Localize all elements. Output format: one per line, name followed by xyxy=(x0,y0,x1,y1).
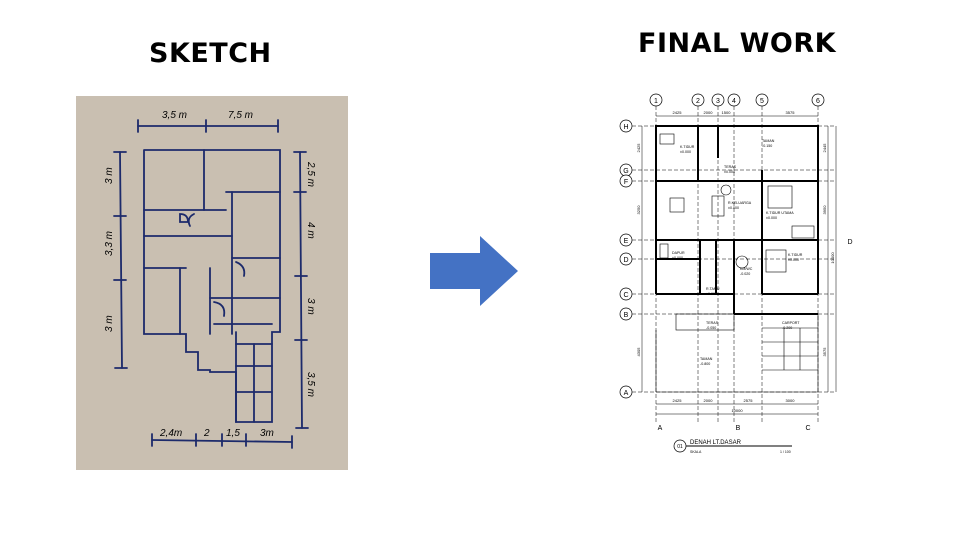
sketch-dim-right-1: 2,5 m xyxy=(305,161,316,187)
sketch-dim-right-4: 3,5 m xyxy=(305,372,316,397)
dim-right-2: 3950 xyxy=(822,205,827,215)
scale-label: SKALA xyxy=(690,450,702,454)
sketch-dim-top-left: 3,5 m xyxy=(162,110,187,121)
bottom-col-a: A xyxy=(658,425,663,432)
room-k-tidur-1-level: ±0.000 xyxy=(680,150,691,154)
grid-col-5: 5 xyxy=(760,98,764,105)
grid-col-6: 6 xyxy=(816,98,820,105)
sketch-dim-top-right: 7,5 m xyxy=(228,110,253,121)
grid-row-d: D xyxy=(623,257,628,264)
dim-top-4: 3575 xyxy=(786,110,796,115)
right-arrow-icon xyxy=(430,236,518,306)
room-k-tidur-utama-level: ±0.000 xyxy=(766,216,777,220)
room-dapur: DAPUR xyxy=(672,251,685,255)
room-labels: K.TIDUR ±0.000 TAMAN -0.150 TERAS ±0.000… xyxy=(672,139,803,366)
floor-plan-drawing: 1 2 3 4 5 6 H G F E D C B A A B C D 2425… xyxy=(619,93,853,454)
room-carport: CARPORT xyxy=(782,321,800,325)
room-r-tamu: R.TAMU xyxy=(706,287,720,291)
grid-row-g: G xyxy=(623,168,628,175)
dim-bottom-2: 2000 xyxy=(704,398,714,403)
landscape-lines xyxy=(655,133,819,393)
final-work-heading: FINAL WORK xyxy=(638,28,837,59)
sketch-dim-left-1: 3 m xyxy=(104,167,115,184)
sketch-dim-right-2: 4 m xyxy=(305,222,316,239)
room-teras: TERAS xyxy=(706,321,719,325)
room-carport-level: -0.200 xyxy=(782,326,792,330)
dim-right-total: 10000 xyxy=(830,252,835,264)
grid-row-f: F xyxy=(624,179,628,186)
grid-row-e: E xyxy=(624,238,629,245)
dim-right-1: 2445 xyxy=(822,143,827,153)
sketch-heading: SKETCH xyxy=(149,38,272,69)
sketch-dim-left-3: 3 m xyxy=(104,315,115,332)
sketch-dim-right-3: 3 m xyxy=(305,298,316,315)
dim-left-1: 2425 xyxy=(636,143,641,153)
sketch-dimension-labels: 3,5 m 7,5 m 3 m 3,3 m 3 m 2,5 m 4 m 3 m … xyxy=(104,110,316,439)
room-k-tidur-utama: K.TIDUR UTAMA xyxy=(766,211,794,215)
room-km-wc: KM/WC xyxy=(740,267,753,271)
room-teras-level: -0.050 xyxy=(706,326,716,330)
section-mark-d: D xyxy=(847,239,852,246)
dim-right-3: 3575 xyxy=(822,347,827,357)
room-km-wc-level: -0.020 xyxy=(740,272,750,276)
dim-left-2: 3250 xyxy=(636,205,641,215)
grid-col-1: 1 xyxy=(654,98,658,105)
room-taman: TAMAN xyxy=(700,357,713,361)
room-taman-top: TAMAN xyxy=(762,139,775,143)
dim-left-3: 4305 xyxy=(636,347,641,357)
sketch-dim-bottom-2: 2 xyxy=(203,428,210,439)
room-teras-top-level: ±0.000 xyxy=(724,170,735,174)
grid-row-b: B xyxy=(624,312,629,319)
room-r-keluarga: R.KELUARGA xyxy=(728,201,752,205)
dim-total: 10000 xyxy=(731,408,743,413)
grid-col-4: 4 xyxy=(732,98,736,105)
grid-col-3: 3 xyxy=(716,98,720,105)
grid-col-2: 2 xyxy=(696,98,700,105)
dimension-text: 2425 2000 1500 3575 2425 2000 2575 3000 … xyxy=(636,110,835,413)
grid-row-h: H xyxy=(623,124,628,131)
sketch-photo: 3,5 m 7,5 m 3 m 3,3 m 3 m 2,5 m 4 m 3 m … xyxy=(76,96,348,470)
title-number: 01 xyxy=(677,444,683,450)
dim-top-2: 2000 xyxy=(704,110,714,115)
grid-bubbles xyxy=(619,93,825,399)
dim-bottom-3: 2575 xyxy=(744,398,754,403)
dim-top-3: 1500 xyxy=(722,110,732,115)
room-k-tidur-3: K.TIDUR xyxy=(788,253,803,257)
bottom-col-c: C xyxy=(805,425,810,432)
room-taman-level: -0.800 xyxy=(700,362,710,366)
room-dapur-level: ±0.000 xyxy=(672,256,683,260)
grid-row-c: C xyxy=(623,292,628,299)
grid-labels: 1 2 3 4 5 6 H G F E D C B A A B C D xyxy=(623,98,852,432)
dim-top-1: 2425 xyxy=(673,110,683,115)
room-teras-top: TERAS xyxy=(724,165,737,169)
sketch-dim-left-2: 3,3 m xyxy=(104,231,115,256)
grid-row-a: A xyxy=(624,390,629,397)
walls xyxy=(655,125,819,315)
room-k-tidur-3-level: ±0.000 xyxy=(788,258,799,262)
scale-value: 1 / 100 xyxy=(780,450,791,454)
bottom-col-b: B xyxy=(736,425,741,432)
drawing-title: DENAH LT.DASAR xyxy=(690,440,742,446)
room-r-keluarga-level: ±0.000 xyxy=(728,206,739,210)
room-k-tidur-1: K.TIDUR xyxy=(680,145,695,149)
sketch-dim-bottom-1: 2,4m xyxy=(159,428,182,439)
dim-bottom-4: 3000 xyxy=(786,398,796,403)
drawing-title-block: 01 DENAH LT.DASAR SKALA 1 / 100 xyxy=(673,439,792,454)
room-r-tamu-level: ±0.000 xyxy=(706,292,717,296)
room-taman-top-level: -0.150 xyxy=(762,144,772,148)
sketch-dim-bottom-3: 1,5 xyxy=(226,428,240,439)
sketch-ink-lines xyxy=(113,119,309,449)
sketch-dim-bottom-4: 3m xyxy=(260,428,274,439)
dim-bottom-1: 2425 xyxy=(673,398,683,403)
